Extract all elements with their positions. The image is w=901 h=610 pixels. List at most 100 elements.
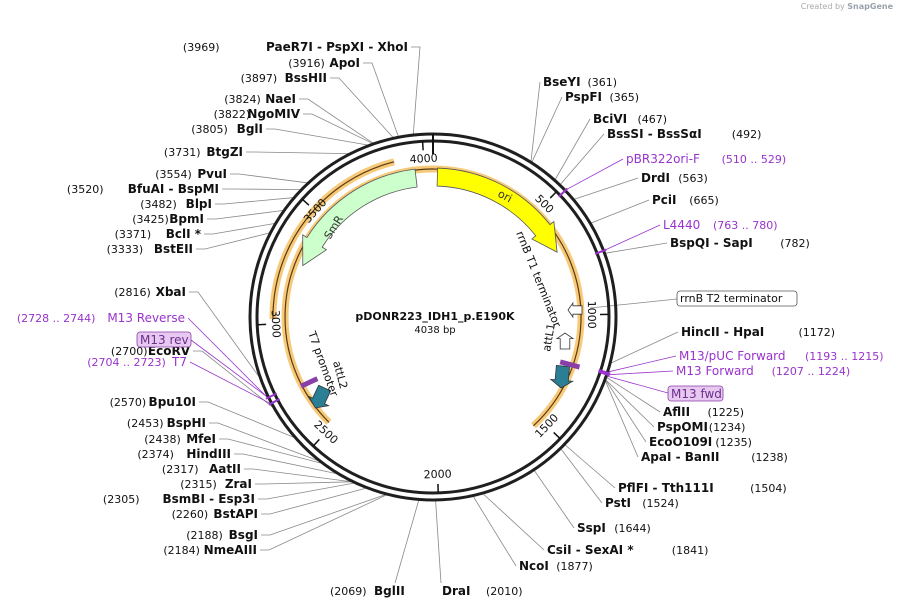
site-position: (2305) xyxy=(103,493,140,506)
site-left[interactable]: BlpI(3482) xyxy=(140,197,212,211)
site-leader xyxy=(199,401,295,438)
site-position: (3425) xyxy=(132,213,169,226)
snapgene-credit: Created by SnapGene xyxy=(801,2,893,11)
m13-rev-leader xyxy=(190,339,268,398)
site-name: BssSI - BssSαI xyxy=(607,127,702,141)
site-left[interactable]: PaeR7I - PspXI - XhoI(3969) xyxy=(183,40,408,54)
site-leader xyxy=(560,133,605,185)
site-right[interactable]: SspI(1644) xyxy=(577,521,651,535)
site-name: BfuAI - BspMI xyxy=(128,182,219,196)
site-right[interactable]: BspQI - SapI(782) xyxy=(670,236,810,250)
site-leader xyxy=(303,113,373,144)
site-left[interactable]: ZraI(2315) xyxy=(180,477,252,491)
site-position: (1504) xyxy=(750,482,787,495)
site-left[interactable]: BspHI(2453) xyxy=(127,416,206,430)
site-leader xyxy=(560,448,603,504)
site-leader xyxy=(255,481,352,485)
site-right[interactable]: AflII(1225) xyxy=(663,405,744,419)
m13-fwd-primer-mark xyxy=(559,359,581,370)
site-position: (1524) xyxy=(642,497,679,510)
site-right[interactable]: NcoI(1877) xyxy=(519,559,593,573)
site-left[interactable]: BsgI(2188) xyxy=(186,528,258,542)
site-name: ApoI xyxy=(329,56,360,70)
site-name: MfeI xyxy=(186,432,216,446)
site-left[interactable]: BssHII (3897) xyxy=(241,71,327,85)
site-left[interactable]: BstEII(3333) xyxy=(107,242,193,256)
site-right[interactable]: HincII - HpaI(1172) xyxy=(681,325,835,339)
site-leader xyxy=(534,470,575,529)
site-left[interactable]: HindIII(2374) xyxy=(137,447,231,461)
site-left[interactable]: NgoMIV(3822) xyxy=(214,107,301,121)
site-right[interactable]: EcoO109I(1235) xyxy=(649,435,752,449)
site-left[interactable]: BpmI(3425) xyxy=(132,212,204,226)
site-position: (2438) xyxy=(144,433,181,446)
site-right[interactable]: PstI(1524) xyxy=(605,496,679,510)
site-right[interactable]: PciI(665) xyxy=(652,193,719,207)
primer-right[interactable]: pBR322ori-F(510 .. 529) xyxy=(626,152,786,166)
site-position: (3554) xyxy=(155,168,192,181)
site-left[interactable]: BsmBI - Esp3I(2305) xyxy=(103,492,255,506)
site-leader xyxy=(411,46,421,135)
site-left[interactable]: AatII(2317) xyxy=(162,462,241,476)
site-position: (2188) xyxy=(186,529,223,542)
primer-binding-mark xyxy=(558,187,569,198)
site-left[interactable]: MfeI (2438) xyxy=(144,432,216,446)
site-position: (3520) xyxy=(67,183,104,196)
site-position: (2570) xyxy=(110,396,147,409)
site-right[interactable]: CsiI - SexAI *(1841) xyxy=(547,543,708,557)
site-left[interactable]: NmeAIII (2184) xyxy=(163,543,257,557)
site-position: (3333) xyxy=(107,243,144,256)
tick-label: 1000 xyxy=(585,301,598,329)
primer-right[interactable]: M13 Forward(1207 .. 1224) xyxy=(676,364,850,378)
site-left[interactable]: XbaI(2816) xyxy=(114,285,186,299)
site-position: (3371) xyxy=(115,228,152,241)
site-left[interactable]: Bpu10I(2570) xyxy=(110,395,196,409)
site-left[interactable]: PvuI(3554) xyxy=(155,167,227,181)
site-name: NgoMIV xyxy=(247,107,300,121)
primer-binding-mark xyxy=(598,368,611,375)
primer-right[interactable]: M13/pUC Forward(1193 .. 1215) xyxy=(679,349,884,363)
site-leader xyxy=(363,62,399,137)
site-left[interactable]: ApoI(3916) xyxy=(288,56,360,70)
site-left[interactable]: BfuAI - BspMI (3520) xyxy=(67,182,219,196)
site-name: NmeAIII xyxy=(204,543,257,557)
site-leader xyxy=(207,210,283,220)
primer-binding-mark xyxy=(594,248,607,255)
site-left[interactable]: BtgZI(3731) xyxy=(164,145,243,159)
site-leader xyxy=(330,77,394,138)
tick-mark xyxy=(301,198,310,206)
tick-mark xyxy=(553,431,561,440)
site-right[interactable]: PspFI(365) xyxy=(565,90,639,104)
smr-feature-arrow xyxy=(302,168,418,267)
site-name: NaeI xyxy=(265,92,296,106)
tick-mark xyxy=(312,438,320,447)
site-left[interactable]: EcoRV(2700) xyxy=(111,344,191,358)
site-right[interactable]: ApaI - BanII(1238) xyxy=(641,450,788,464)
site-right[interactable]: BssSI - BssSαI (492) xyxy=(607,127,761,141)
site-left[interactable]: NaeI(3824) xyxy=(224,92,296,106)
site-position: (3897) xyxy=(241,72,278,85)
site-right[interactable]: DrdI(563) xyxy=(641,171,708,185)
primer-left[interactable]: M13 Reverse(2728 .. 2744) xyxy=(17,311,185,325)
site-bottom[interactable]: DraI(2010) xyxy=(442,584,523,598)
site-position: (2315) xyxy=(180,478,217,491)
site-right[interactable]: PflFI - Tth111I(1504) xyxy=(618,481,787,495)
site-right[interactable]: BciVI(467) xyxy=(593,112,667,126)
site-position: (1172) xyxy=(799,326,836,339)
m13-rev-label: M13 rev xyxy=(140,333,189,347)
site-right[interactable]: BseYI(361) xyxy=(543,75,617,89)
site-leader xyxy=(209,422,319,461)
site-right[interactable]: PspOMI(1234) xyxy=(657,420,745,434)
site-position: (2184) xyxy=(163,544,200,557)
site-left[interactable]: BglI(3805) xyxy=(191,122,263,136)
site-left[interactable]: BstAPI(2260) xyxy=(172,507,258,521)
site-name: BssHII xyxy=(285,71,327,85)
site-position: (492) xyxy=(732,128,762,141)
primer-left[interactable]: T7(2704 .. 2723) xyxy=(87,355,187,369)
site-left[interactable]: BclI *(3371) xyxy=(115,227,202,241)
site-name: BseYI xyxy=(543,75,581,89)
primer-right[interactable]: L4440(763 .. 780) xyxy=(663,218,778,232)
site-bottom[interactable]: (2069)BglII xyxy=(330,584,405,598)
site-leader xyxy=(244,468,351,482)
site-position: (3482) xyxy=(140,198,177,211)
